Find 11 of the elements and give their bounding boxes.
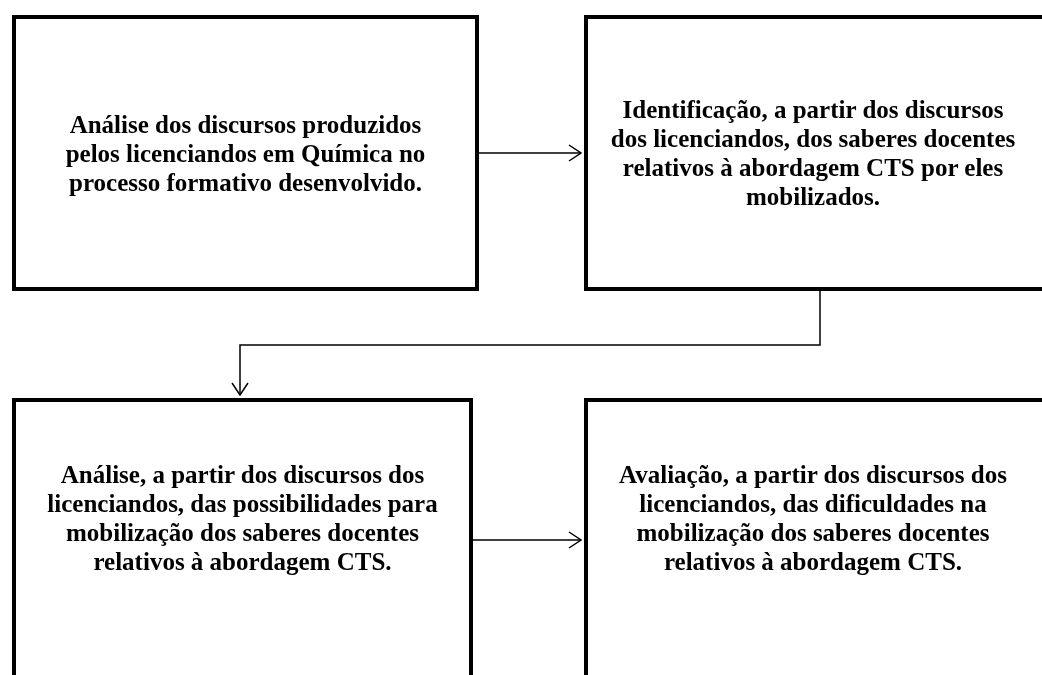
arrow — [231, 290, 821, 396]
process-box — [584, 15, 1042, 291]
step-text: Identificação, a partir dos discursos dos licenciandos, dos saberes docentes relativos à abordagem CTS por eles mobilizados. — [609, 95, 1017, 211]
process-box — [12, 15, 479, 291]
step-text: Avaliação, a partir dos discursos dos licenciandos, das dificuldades na mobilização dos saberes docentes relativos à abordagem CTS. — [618, 460, 1008, 576]
process-box — [584, 398, 1042, 675]
step-text: Análise dos discursos produzidos pelos licenciandos em Química no processo formativo desenvolvido. — [64, 109, 427, 197]
process-box — [12, 398, 473, 675]
arrow — [472, 531, 582, 549]
arrow — [478, 144, 582, 162]
step-text: Análise, a partir dos discursos dos licenciandos, das possibilidades para mobilização dos saberes docentes relativos à abordagem CTS. — [46, 460, 439, 576]
